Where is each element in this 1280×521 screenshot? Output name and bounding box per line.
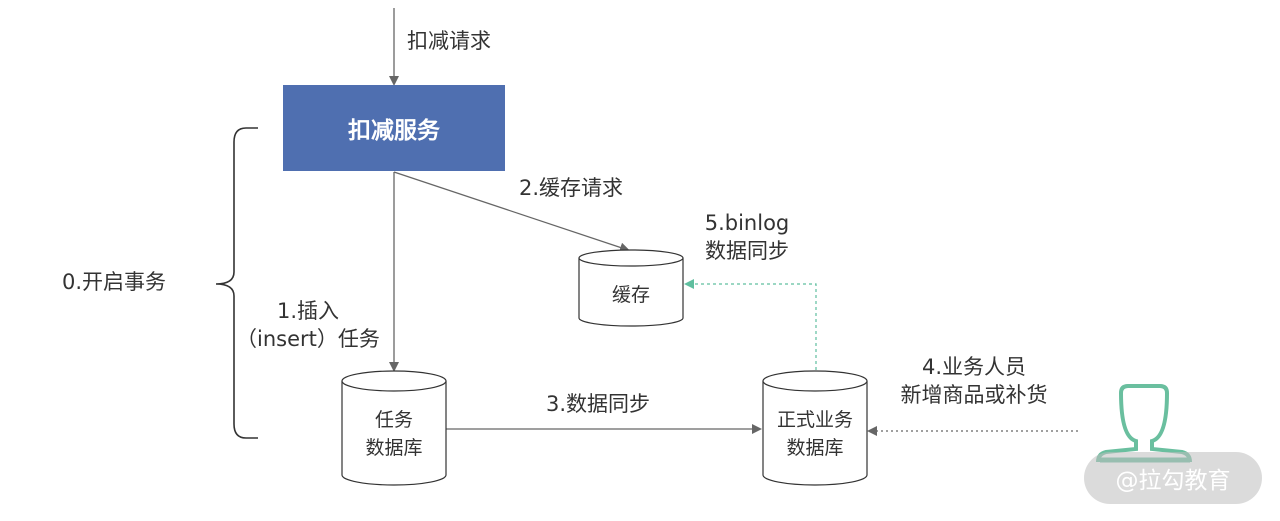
arrow-cache-request — [393, 171, 630, 253]
business-db-label-line2: 数据库 — [786, 436, 844, 459]
task-db-label-line1: 任务 — [374, 409, 413, 431]
binlog-label-line2: 数据同步 — [705, 239, 789, 264]
cache-db-label: 缓存 — [611, 284, 650, 306]
insert-label-line1: 1.插入 — [277, 299, 340, 323]
binlog-label-line1: 5.binlog — [704, 211, 790, 235]
arrow-binlog-sync — [684, 279, 817, 370]
deduct-service-box: 扣减服务 — [283, 85, 505, 171]
business-database — [762, 370, 868, 486]
cache-database — [578, 249, 684, 327]
transaction-label: 0.开启事务 — [62, 270, 167, 294]
transaction-brace — [215, 127, 258, 439]
task-db-label: 任务 数据库 — [342, 407, 446, 462]
business-db-label-line1: 正式业务 — [776, 409, 853, 431]
business-db-label: 正式业务 数据库 — [763, 407, 867, 462]
data-sync-label: 3.数据同步 — [546, 392, 651, 416]
insert-label-line2: （insert）任务 — [236, 327, 380, 351]
task-database — [341, 370, 447, 486]
task-db-label-line2: 数据库 — [365, 436, 423, 459]
cache-request-label: 2.缓存请求 — [519, 176, 624, 200]
staff-label-line1: 4.业务人员 — [921, 355, 1027, 379]
binlog-label: 5.binlog 数据同步 — [688, 209, 806, 266]
watermark-badge: @拉勾教育 — [1084, 452, 1262, 504]
deduct-request-label: 扣减请求 — [407, 29, 491, 53]
person-icon — [1096, 384, 1192, 463]
staff-label-line2: 新增商品或补货 — [900, 383, 1048, 408]
staff-label: 4.业务人员 新增商品或补货 — [884, 353, 1064, 410]
